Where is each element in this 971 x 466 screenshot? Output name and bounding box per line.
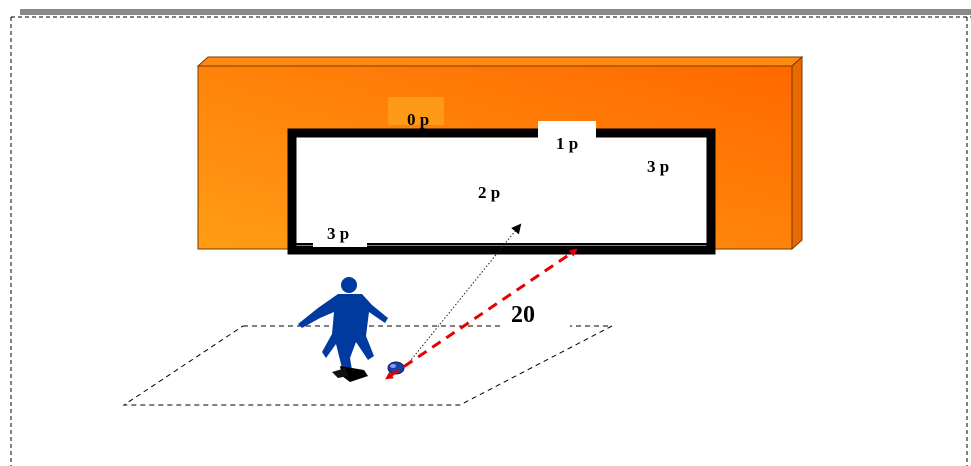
distance-label: 20 <box>511 302 535 328</box>
top-zone-label: 0 p <box>407 110 429 129</box>
player-head <box>341 277 357 293</box>
right-zone-label: 3 p <box>647 157 669 176</box>
top-border-bar <box>20 9 971 15</box>
left-zone-label: 3 p <box>327 224 349 243</box>
crossbar-zone-box <box>538 121 596 141</box>
ball-highlight <box>390 364 396 368</box>
goal <box>287 121 716 255</box>
player-silhouette <box>298 277 388 382</box>
player-body <box>298 294 388 372</box>
wall-top-face <box>196 56 804 67</box>
player-shadow <box>340 366 368 382</box>
crossbar-zone-label: 1 p <box>556 134 578 153</box>
top-zone-box <box>388 97 444 125</box>
player-foot-shadow <box>332 368 348 378</box>
shot-arrow <box>385 248 578 380</box>
left-zone-box <box>313 225 367 247</box>
wall-side-face <box>791 55 803 251</box>
dashed-field-area <box>122 325 613 406</box>
center-zone-label: 2 p <box>478 183 500 202</box>
